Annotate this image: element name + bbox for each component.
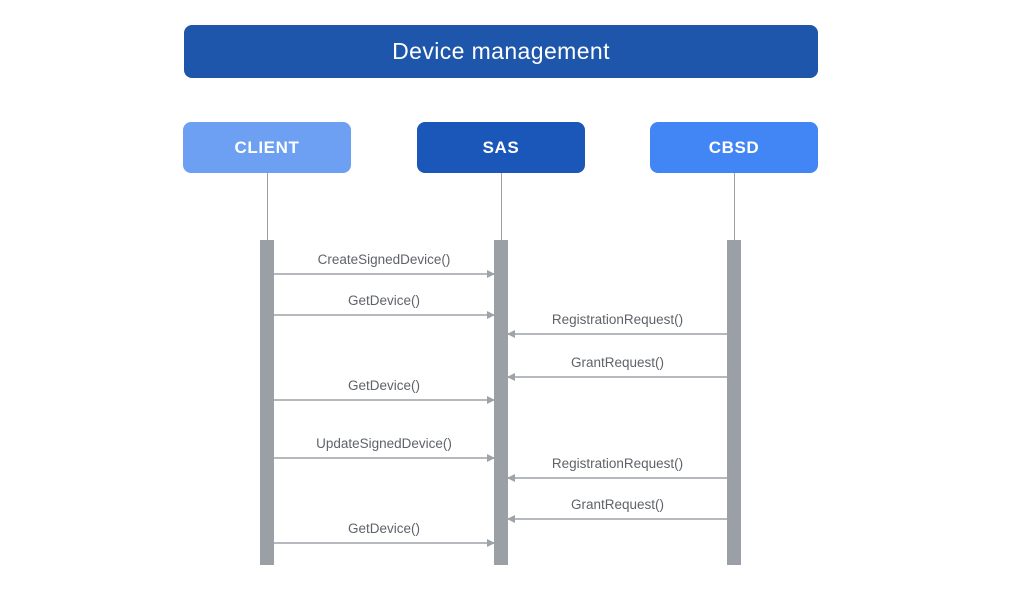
message-label-5: UpdateSignedDevice() [316, 436, 452, 451]
message-arrow-5 [274, 454, 495, 462]
arrowhead-icon [507, 474, 515, 482]
message-label-3: GrantRequest() [570, 355, 665, 370]
activation-bar-client [260, 240, 274, 565]
diagram-title: Device management [184, 25, 818, 78]
message-label-2: RegistrationRequest() [551, 312, 684, 327]
message-arrow-6 [507, 474, 727, 482]
arrowhead-icon [487, 311, 495, 319]
lifeline-sas [501, 173, 502, 240]
message-arrow-2 [507, 330, 727, 338]
message-arrow-8 [274, 539, 495, 547]
arrowhead-icon [487, 270, 495, 278]
arrowhead-icon [487, 396, 495, 404]
lifeline-cbsd [734, 173, 735, 240]
message-label-8: GetDevice() [347, 521, 421, 536]
arrowhead-icon [507, 330, 515, 338]
message-label-6: RegistrationRequest() [551, 456, 684, 471]
message-label-7: GrantRequest() [570, 497, 665, 512]
actor-box-cbsd: CBSD [650, 122, 818, 173]
arrowhead-icon [507, 515, 515, 523]
message-arrow-4 [274, 396, 495, 404]
message-label-1: GetDevice() [347, 293, 421, 308]
activation-bar-sas [494, 240, 508, 565]
message-arrow-0 [274, 270, 495, 278]
actor-box-sas: SAS [417, 122, 585, 173]
arrowhead-icon [487, 539, 495, 547]
activation-bar-cbsd [727, 240, 741, 565]
message-arrow-7 [507, 515, 727, 523]
message-arrow-1 [274, 311, 495, 319]
message-arrow-3 [507, 373, 727, 381]
actor-box-client: CLIENT [183, 122, 351, 173]
arrowhead-icon [507, 373, 515, 381]
arrowhead-icon [487, 454, 495, 462]
lifeline-client [267, 173, 268, 240]
message-label-0: CreateSignedDevice() [317, 252, 451, 267]
message-label-4: GetDevice() [347, 378, 421, 393]
